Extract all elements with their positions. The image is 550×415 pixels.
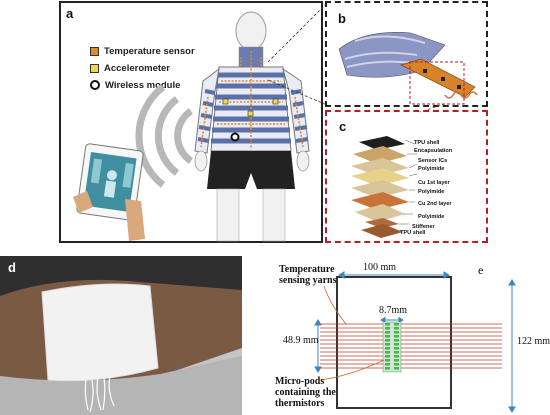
- legend: Temperature sensor Accelerometer Wireles…: [90, 44, 210, 92]
- width-dimension: [338, 271, 450, 279]
- label-height: 48.9 mm: [283, 335, 319, 346]
- panel-a-illustration: [73, 11, 310, 242]
- panel-b-illustration: [338, 32, 478, 99]
- legend-item-temperature: Temperature sensor: [90, 44, 210, 58]
- label-cu-1st: Cu 1st layer: [418, 180, 450, 186]
- panel-a: [59, 1, 323, 243]
- label-micro-pods: Micro-pods containing the thermistors: [275, 376, 336, 409]
- accelerometer-icon: [90, 63, 99, 73]
- label-polyimide-1: Polyimide: [418, 166, 445, 172]
- arm-photo-illustration: [0, 256, 242, 415]
- left-hand: [194, 150, 208, 172]
- right-leg: [262, 188, 286, 242]
- label-stiffener: Stiffener: [412, 224, 435, 230]
- length-dimension: [508, 279, 516, 413]
- legend-label: Wireless module: [105, 79, 181, 91]
- panel-e-letter: e: [478, 263, 484, 277]
- label-sensor-ics: Sensor ICs: [418, 158, 448, 164]
- tablet-device: [76, 143, 144, 221]
- accelerometers: [222, 98, 279, 117]
- height-dimension: [314, 319, 322, 373]
- legend-item-wireless: Wireless module: [90, 78, 210, 92]
- micro-pods: [385, 323, 399, 370]
- panel-c-letter: c: [339, 119, 347, 134]
- label-polyimide-2: Polyimide: [418, 189, 445, 195]
- panel-c: [325, 110, 488, 243]
- wireless-module-marker: [230, 132, 240, 142]
- panel-d-photo: [0, 256, 242, 415]
- label-tpu-shell-top: TPU shell: [414, 140, 440, 146]
- left-leg: [216, 188, 240, 242]
- label-temperature-sensing-yarns: Temperature sensing yarns: [279, 264, 337, 286]
- wireless-signal-icon: [135, 84, 194, 188]
- exploded-layer-stack: [351, 136, 409, 238]
- temperature-sensor-icon: [90, 46, 99, 56]
- label-pod-width: 8.7mm: [379, 305, 408, 316]
- label-yarns-line1: Temperature: [279, 264, 335, 275]
- legend-label: Accelerometer: [104, 62, 171, 74]
- panel-a-letter: a: [66, 6, 74, 21]
- panel-c-illustration: [351, 136, 418, 238]
- label-polyimide-3: Polyimide: [418, 214, 445, 220]
- leader-lines: [319, 285, 385, 381]
- label-micro-pods-line1: Micro-pods: [275, 376, 325, 387]
- temperature-yarns: [320, 323, 502, 369]
- label-tpu-shell-bottom: TPU shell: [400, 230, 426, 236]
- sensor-network: [200, 51, 304, 149]
- panel-d-letter: d: [8, 260, 16, 275]
- right-hand-holding: [125, 199, 145, 241]
- right-hand: [296, 150, 310, 172]
- panel-e-schematic: [314, 271, 516, 413]
- label-micro-pods-line2: containing the: [275, 387, 336, 398]
- pod-width-dimension: [380, 316, 404, 324]
- legend-label: Temperature sensor: [104, 45, 195, 57]
- fabric-outline: [336, 276, 452, 409]
- legend-item-accelerometer: Accelerometer: [90, 61, 210, 75]
- wireless-module-icon: [90, 80, 100, 90]
- label-cu-2nd: Cu 2nd layer: [418, 201, 452, 207]
- sensor-strip: [400, 58, 476, 98]
- left-hand-holding: [73, 191, 93, 213]
- panel-b: [325, 1, 488, 107]
- black-shorts: [207, 151, 295, 189]
- label-micro-pods-line3: thermistors: [275, 398, 325, 409]
- label-total-length: 122 mm: [517, 336, 550, 347]
- label-yarns-line2: sensing yarns: [279, 275, 337, 286]
- label-encapsulation: Encapsulation: [414, 148, 453, 154]
- panel-b-letter: b: [338, 11, 346, 26]
- label-width: 100 mm: [363, 262, 397, 273]
